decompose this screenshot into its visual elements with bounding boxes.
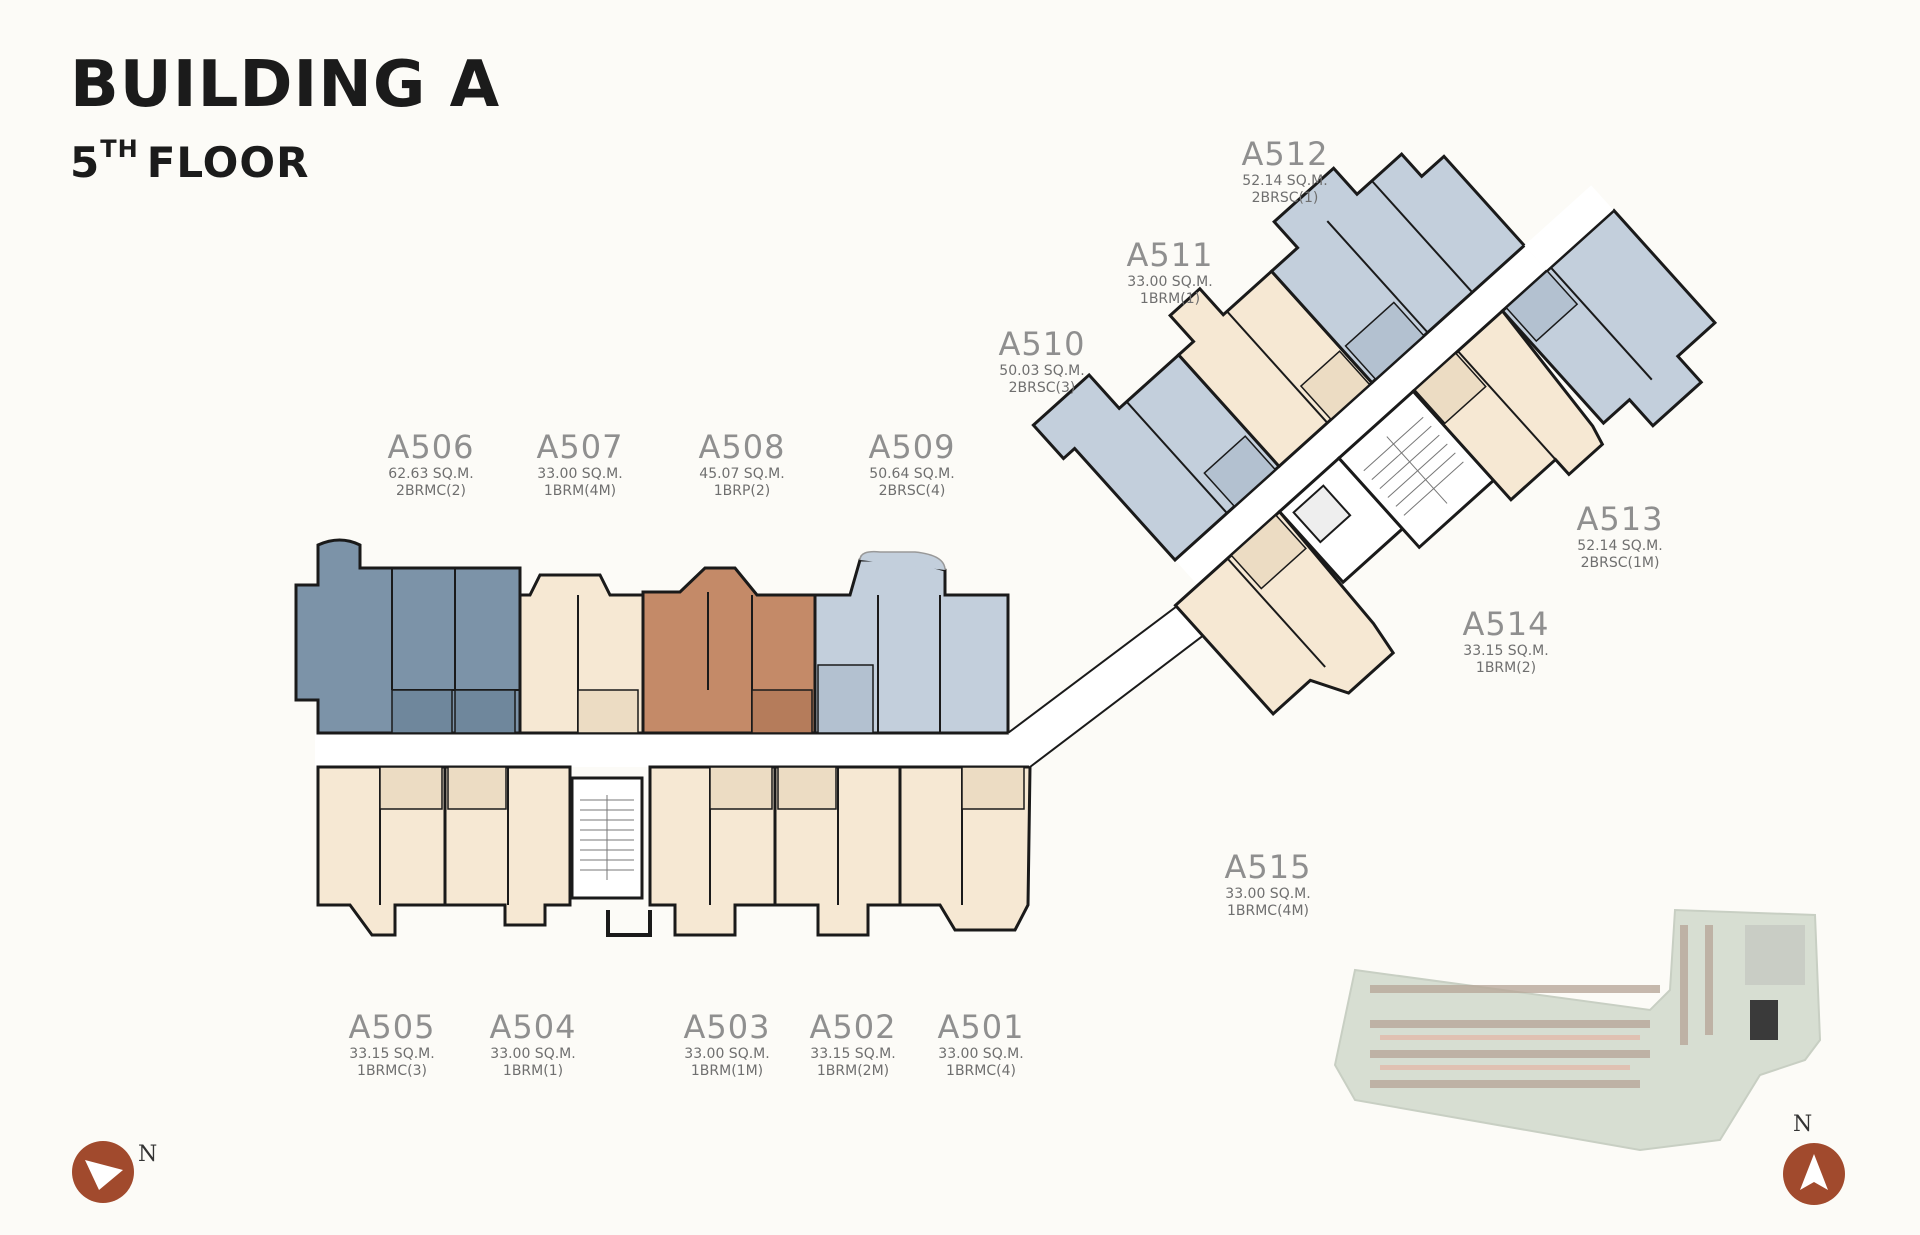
unit-area: 33.00 SQ.M. xyxy=(1225,886,1311,902)
unit-id: A515 xyxy=(1224,848,1312,886)
ne-wing xyxy=(1031,108,1718,740)
unit-A501-plan[interactable] xyxy=(898,765,1032,932)
unit-A510-plan[interactable] xyxy=(1031,321,1282,570)
unit-label-A502: A502 33.15 SQ.M. 1BRM(2M) xyxy=(773,1008,933,1080)
site-key-map xyxy=(1333,908,1822,1152)
unit-type: 2BRSC(3) xyxy=(1008,380,1076,396)
unit-area: 33.15 SQ.M. xyxy=(1463,643,1549,659)
north-label-left: N xyxy=(138,1142,158,1167)
unit-area: 33.00 SQ.M. xyxy=(490,1046,576,1062)
unit-id: A506 xyxy=(387,428,475,466)
unit-type: 1BRMC(3) xyxy=(357,1063,427,1079)
north-arrow-icon xyxy=(1783,1143,1845,1205)
unit-type: 2BRSC(4) xyxy=(878,483,946,499)
unit-A512-plan[interactable] xyxy=(1248,108,1527,385)
unit-type: 1BRM(2) xyxy=(1475,660,1537,676)
unit-id: A509 xyxy=(868,428,956,466)
unit-id: A513 xyxy=(1576,500,1664,538)
unit-id: A514 xyxy=(1462,605,1550,643)
unit-id: A502 xyxy=(809,1008,897,1046)
unit-A507-plan[interactable] xyxy=(518,573,645,735)
building-title: BUILDING A xyxy=(70,48,501,122)
unit-type: 1BRM(4M) xyxy=(543,483,617,499)
floor-number: 5 xyxy=(70,138,101,187)
unit-id: A501 xyxy=(937,1008,1025,1046)
unit-id: A507 xyxy=(536,428,624,466)
unit-type: 1BRP(2) xyxy=(713,483,771,499)
floor-word: FLOOR xyxy=(146,138,310,187)
unit-id: A505 xyxy=(348,1008,436,1046)
unit-area: 52.14 SQ.M. xyxy=(1242,173,1328,189)
unit-area: 33.00 SQ.M. xyxy=(1127,274,1213,290)
unit-type: 1BRM(1) xyxy=(1139,291,1201,307)
unit-A502-plan[interactable] xyxy=(773,765,902,937)
unit-id: A508 xyxy=(698,428,786,466)
unit-A504-plan[interactable] xyxy=(443,765,572,927)
unit-type: 2BRMC(2) xyxy=(396,483,466,499)
unit-label-A510: A510 50.03 SQ.M. 2BRSC(3) xyxy=(962,325,1122,397)
unit-type: 1BRMC(4) xyxy=(946,1063,1016,1079)
unit-label-A506: A506 62.63 SQ.M. 2BRMC(2) xyxy=(351,428,511,500)
unit-type: 1BRM(2M) xyxy=(816,1063,890,1079)
north-arrow-icon xyxy=(72,1141,134,1203)
unit-type: 1BRM(1M) xyxy=(690,1063,764,1079)
unit-A503-plan[interactable] xyxy=(648,765,777,937)
unit-type: 2BRSC(1) xyxy=(1251,190,1319,206)
unit-A505-plan[interactable] xyxy=(316,765,447,937)
unit-area: 52.14 SQ.M. xyxy=(1577,538,1663,554)
unit-A509-plan[interactable] xyxy=(813,550,1010,735)
unit-area: 33.00 SQ.M. xyxy=(537,466,623,482)
unit-area: 50.64 SQ.M. xyxy=(869,466,955,482)
floor-suffix: TH xyxy=(100,135,139,163)
north-label-right: N xyxy=(1793,1112,1813,1137)
unit-area: 33.00 SQ.M. xyxy=(684,1046,770,1062)
unit-label-A515: A515 33.00 SQ.M. 1BRMC(4M) xyxy=(1188,848,1348,920)
unit-area: 33.15 SQ.M. xyxy=(810,1046,896,1062)
unit-label-A505: A505 33.15 SQ.M. 1BRMC(3) xyxy=(312,1008,472,1080)
unit-label-A503: A503 33.00 SQ.M. 1BRM(1M) xyxy=(647,1008,807,1080)
unit-label-A501: A501 33.00 SQ.M. 1BRMC(4) xyxy=(901,1008,1061,1080)
unit-type: 1BRM(1) xyxy=(502,1063,564,1079)
lift-stair-core-ne xyxy=(1277,389,1496,585)
unit-label-A514: A514 33.15 SQ.M. 1BRM(2) xyxy=(1426,605,1586,677)
unit-id: A510 xyxy=(998,325,1086,363)
unit-id: A511 xyxy=(1126,236,1214,274)
unit-A508-plan[interactable] xyxy=(641,566,817,735)
unit-id: A512 xyxy=(1241,135,1329,173)
building-a-marker xyxy=(1750,1000,1778,1040)
corridor-west xyxy=(315,733,1035,767)
unit-area: 33.00 SQ.M. xyxy=(938,1046,1024,1062)
unit-label-A508: A508 45.07 SQ.M. 1BRP(2) xyxy=(662,428,822,500)
unit-label-A511: A511 33.00 SQ.M. 1BRM(1) xyxy=(1090,236,1250,308)
unit-area: 33.15 SQ.M. xyxy=(349,1046,435,1062)
unit-type: 1BRMC(4M) xyxy=(1226,903,1309,919)
unit-area: 50.03 SQ.M. xyxy=(999,363,1085,379)
unit-label-A507: A507 33.00 SQ.M. 1BRM(4M) xyxy=(500,428,660,500)
unit-type: 2BRSC(1M) xyxy=(1580,555,1660,571)
unit-label-A504: A504 33.00 SQ.M. 1BRM(1) xyxy=(453,1008,613,1080)
unit-id: A504 xyxy=(489,1008,577,1046)
corridor-ne xyxy=(1175,245,1548,586)
unit-A514-plan[interactable] xyxy=(1411,308,1613,515)
unit-label-A513: A513 52.14 SQ.M. 2BRSC(1M) xyxy=(1540,500,1700,572)
unit-label-A512: A512 52.14 SQ.M. 2BRSC(1) xyxy=(1205,135,1365,207)
unit-area: 62.63 SQ.M. xyxy=(388,466,474,482)
unit-label-A509: A509 50.64 SQ.M. 2BRSC(4) xyxy=(832,428,992,500)
unit-id: A503 xyxy=(683,1008,771,1046)
stair-core-west xyxy=(570,776,652,937)
unit-area: 45.07 SQ.M. xyxy=(699,466,785,482)
unit-A515-plan[interactable] xyxy=(1173,509,1400,740)
unit-A506-plan[interactable] xyxy=(294,538,522,735)
